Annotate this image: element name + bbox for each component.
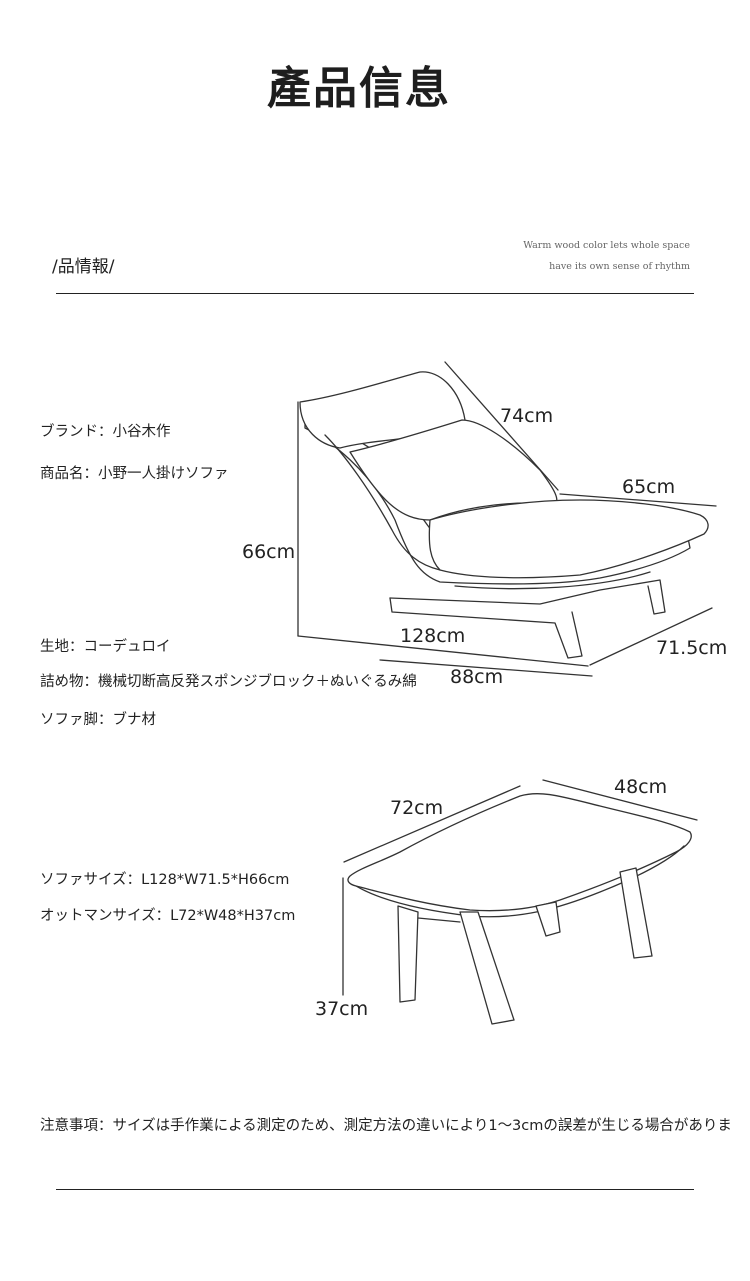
spec-ottoman-size: オットマンサイズ：L72*W48*H37cm bbox=[40, 908, 296, 924]
sofa-length-label: 128cm bbox=[400, 625, 466, 647]
spec-fabric: 生地：コーデュロイ bbox=[40, 639, 171, 655]
sofa-depth-label: 71.5cm bbox=[656, 637, 728, 659]
spec-filling: 詰め物：機械切断高反発スポンジブロック＋ぬいぐるみ綿 bbox=[40, 674, 417, 690]
bottom-divider bbox=[56, 1189, 694, 1190]
page-title: 產品信息 bbox=[267, 63, 451, 114]
ottoman-height-label: 37cm bbox=[315, 998, 369, 1020]
sofa-back-length-label: 74cm bbox=[500, 405, 554, 427]
sofa-height-label: 66cm bbox=[242, 541, 296, 563]
tagline-line-2: have its own sense of rhythm bbox=[549, 261, 690, 272]
measurement-note: 注意事項：サイズは手作業による測定のため、測定方法の違いにより1〜3cmの誤差が… bbox=[40, 1118, 732, 1134]
spec-sofa-size: ソファサイズ：L128*W71.5*H66cm bbox=[40, 872, 290, 888]
ottoman-drawing bbox=[342, 779, 698, 1025]
sofa-base-label: 88cm bbox=[450, 666, 504, 688]
sofa-drawing bbox=[297, 361, 717, 677]
tagline-line-1: Warm wood color lets whole space bbox=[523, 240, 690, 251]
section-label: /品情報/ bbox=[52, 257, 115, 277]
spec-product-name: 商品名：小野一人掛けソファ bbox=[40, 466, 229, 482]
sofa-seat-width-label: 65cm bbox=[622, 476, 676, 498]
ottoman-length-label: 72cm bbox=[390, 797, 444, 819]
ottoman-width-label: 48cm bbox=[614, 776, 668, 798]
spec-brand: ブランド：小谷木作 bbox=[40, 424, 171, 440]
spec-legs: ソファ脚：ブナ材 bbox=[40, 712, 156, 728]
top-divider bbox=[56, 293, 694, 294]
